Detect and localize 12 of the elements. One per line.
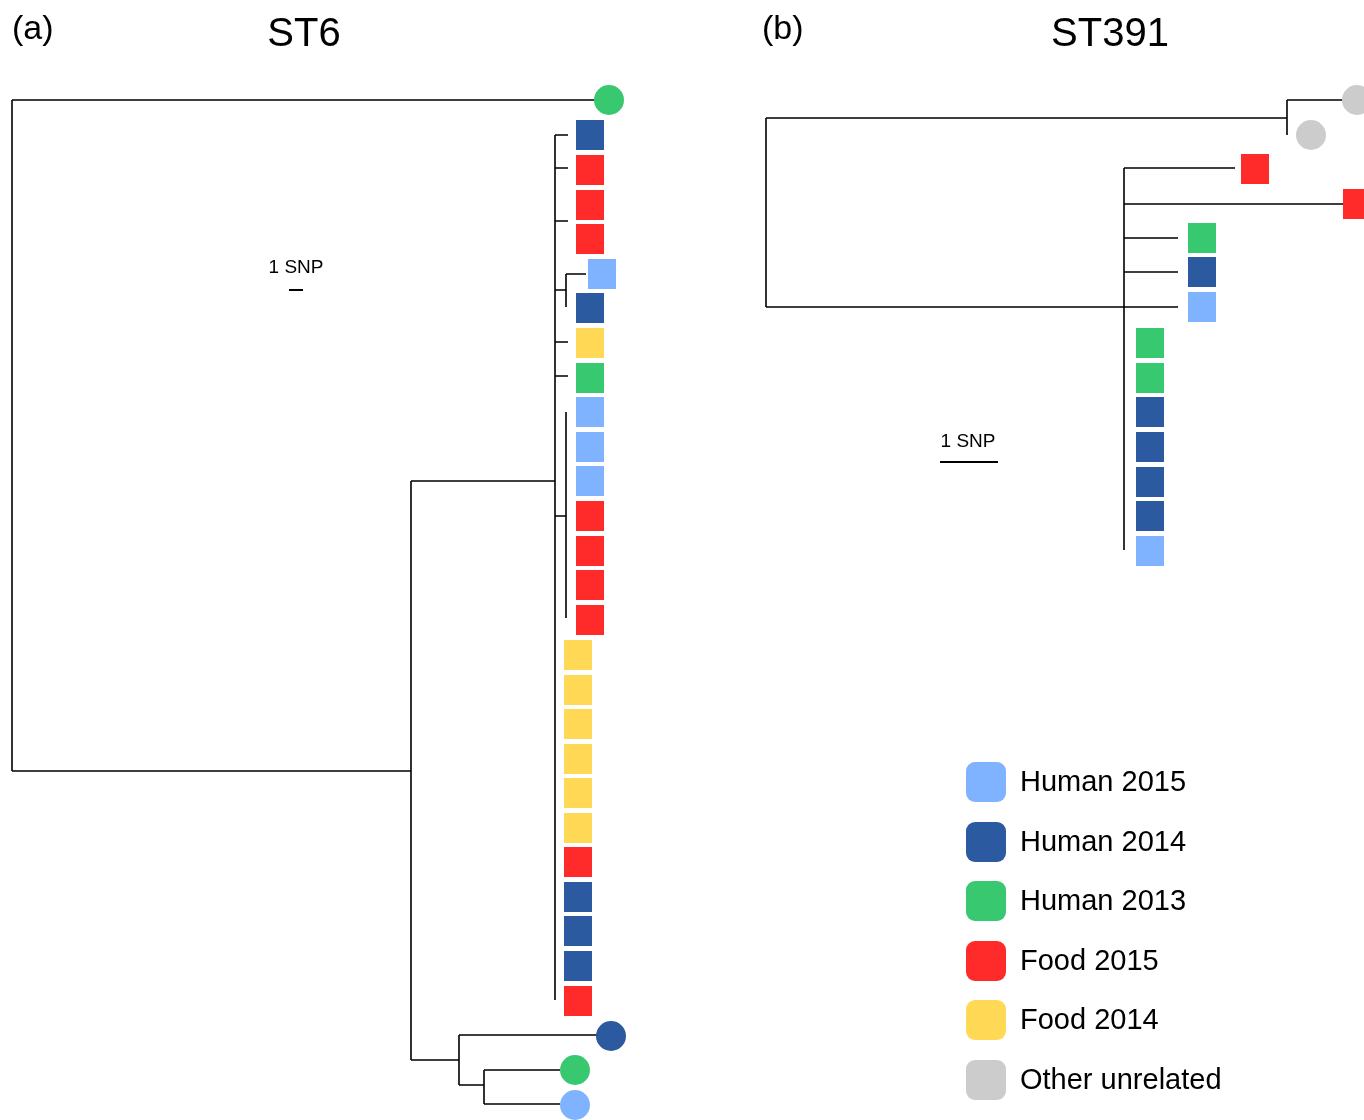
legend-label: Food 2014 xyxy=(1020,1005,1159,1034)
legend-label: Food 2015 xyxy=(1020,945,1159,975)
legend-label: Human 2014 xyxy=(1020,826,1187,856)
panel-letter: (b) xyxy=(762,10,804,44)
panel-title: ST391 xyxy=(1051,12,1169,52)
legend-label: Human 2013 xyxy=(1020,886,1187,915)
panel-title: ST6 xyxy=(267,12,341,52)
legend-label: Other unrelated xyxy=(1020,1064,1222,1094)
panel-letter: (a) xyxy=(12,10,54,44)
legend-label: Human 2015 xyxy=(1020,767,1187,796)
scale-label: 1 SNP xyxy=(940,431,996,450)
scale-label: 1 SNP xyxy=(268,257,324,276)
